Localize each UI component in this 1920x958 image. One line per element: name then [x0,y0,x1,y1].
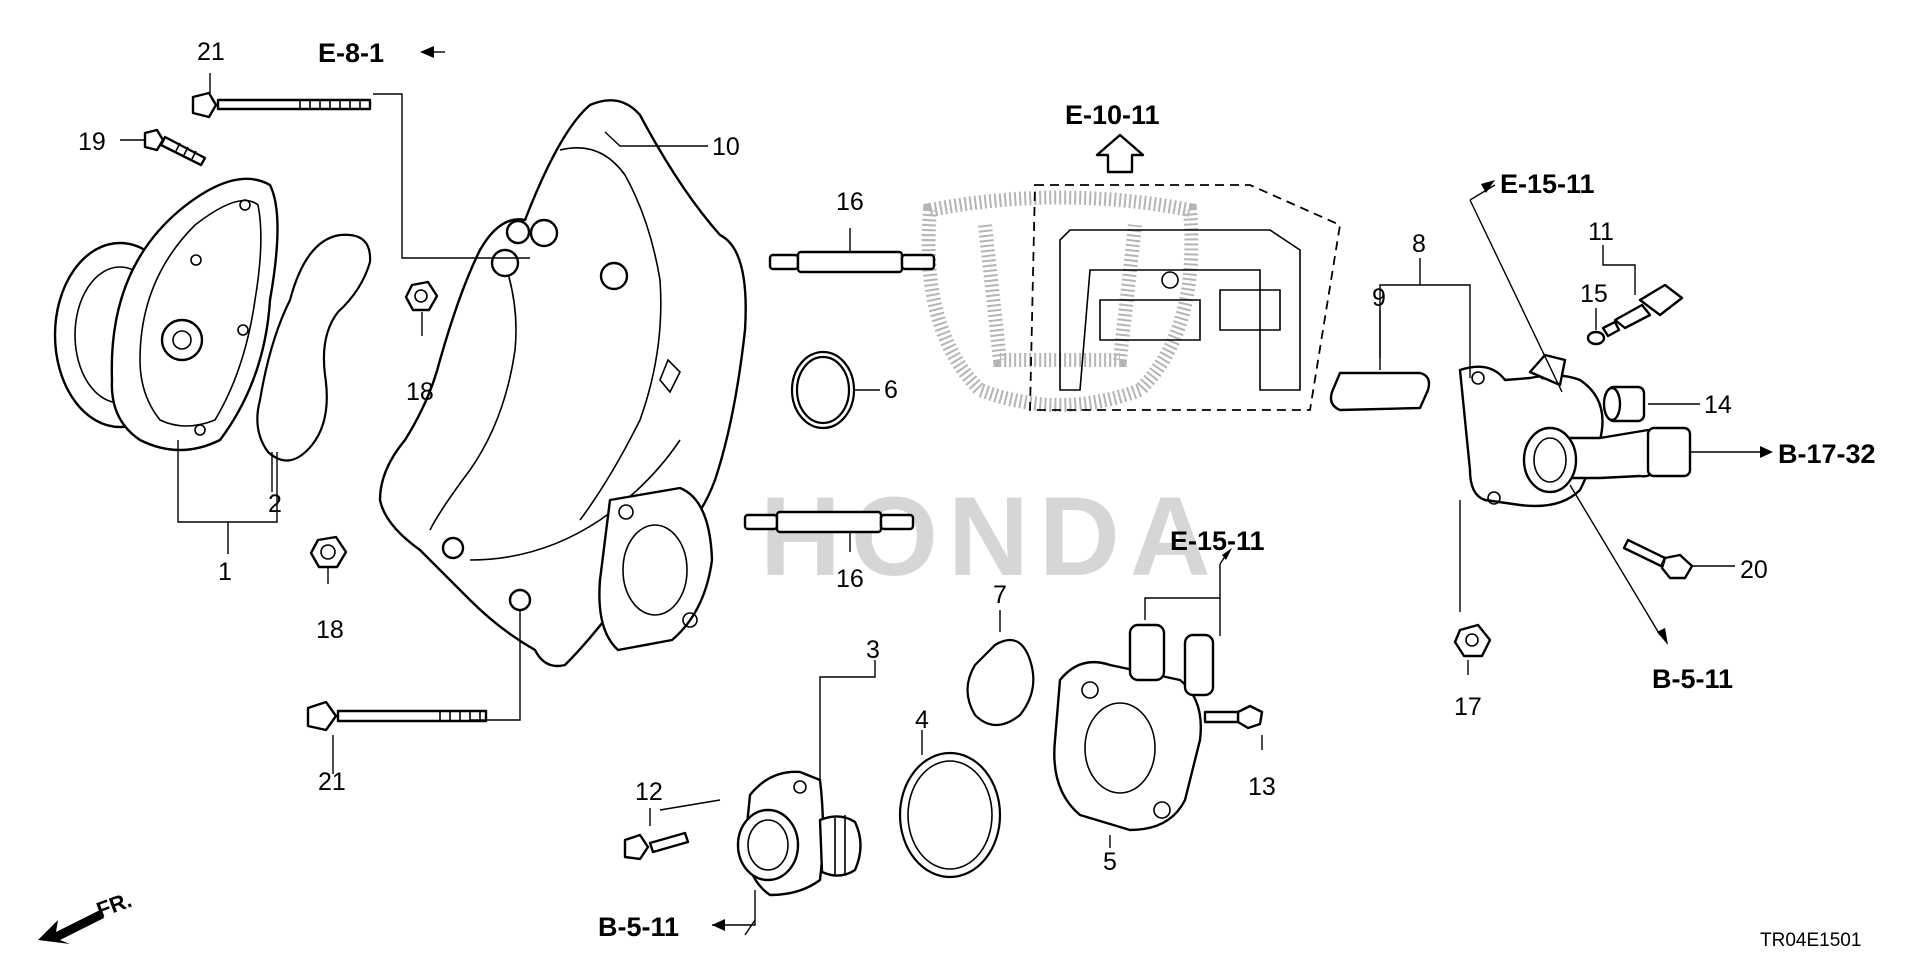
callout-18-lower: 18 [316,616,344,644]
front-direction-label: FR. [93,887,135,923]
callout-1: 1 [218,558,232,586]
water-outlet-5 [1053,623,1215,832]
callout-9: 9 [1372,284,1386,312]
nut-18-lower [309,535,348,569]
callout-21-bottom: 21 [318,768,346,796]
stud-16-lower [743,510,915,534]
bolt-19 [143,128,207,167]
pump-gasket [256,233,372,462]
gasket-7 [966,638,1035,727]
o-ring-6 [790,350,856,430]
ref-e-10-11[interactable]: E-10-11 [1065,100,1160,130]
callout-18-upper: 18 [406,378,434,406]
temp-sensor-11 [1601,283,1684,338]
callout-14: 14 [1704,391,1732,419]
front-direction-icon: FR. [38,887,135,944]
bolt-21-top [191,91,372,119]
callout-8: 8 [1412,230,1426,258]
callout-6: 6 [884,376,898,404]
pump-housing-bracket [378,99,747,668]
stud-16-upper [768,250,936,274]
up-arrow-icon [1095,133,1145,174]
gasket-9 [1329,371,1431,412]
reference-arrows [420,46,1773,931]
callout-19: 19 [78,128,106,156]
ref-e-15-11-mid[interactable]: E-15-11 [1170,526,1265,556]
callout-7: 7 [993,581,1007,609]
thermostat-cover [736,770,862,897]
ref-e-15-11-top[interactable]: E-15-11 [1500,169,1595,199]
callout-12: 12 [635,778,663,806]
water-pump-assembly [53,177,279,452]
callout-4: 4 [915,706,929,734]
ref-b-17-32[interactable]: B-17-32 [1778,439,1876,469]
callout-17: 17 [1454,693,1482,721]
callout-10: 10 [712,133,740,161]
water-outlet-housing-8 [1458,353,1692,508]
washer-15 [1586,330,1606,346]
callout-3: 3 [866,636,880,664]
bolt-21-bottom [306,700,488,732]
thermostat-gasket-4 [898,751,1002,879]
nut-18-upper [404,280,439,312]
callout-16-lower: 16 [836,565,864,593]
bolt-20 [1622,538,1694,580]
bolt-12 [623,831,690,861]
leader-lines [120,73,1760,936]
diagram-code: TR04E1501 [1760,930,1861,951]
plug-14 [1602,385,1646,423]
honda-watermark-text: HONDA [760,474,1221,599]
ref-e-8-1[interactable]: E-8-1 [318,38,384,68]
bolt-13 [1203,704,1264,730]
ref-b-5-11-bottom[interactable]: B-5-11 [598,912,679,942]
callout-21-top: 21 [197,38,225,66]
callout-16-upper: 16 [836,188,864,216]
nut-17 [1453,623,1492,658]
callout-20: 20 [1740,556,1768,584]
callout-5: 5 [1103,848,1117,876]
reference-box-e-10-11 [1029,184,1341,411]
callout-13: 13 [1248,773,1276,801]
callout-11: 11 [1588,218,1614,246]
callout-15: 15 [1580,280,1608,308]
ref-b-5-11-right[interactable]: B-5-11 [1652,664,1733,694]
callout-2: 2 [268,490,282,518]
